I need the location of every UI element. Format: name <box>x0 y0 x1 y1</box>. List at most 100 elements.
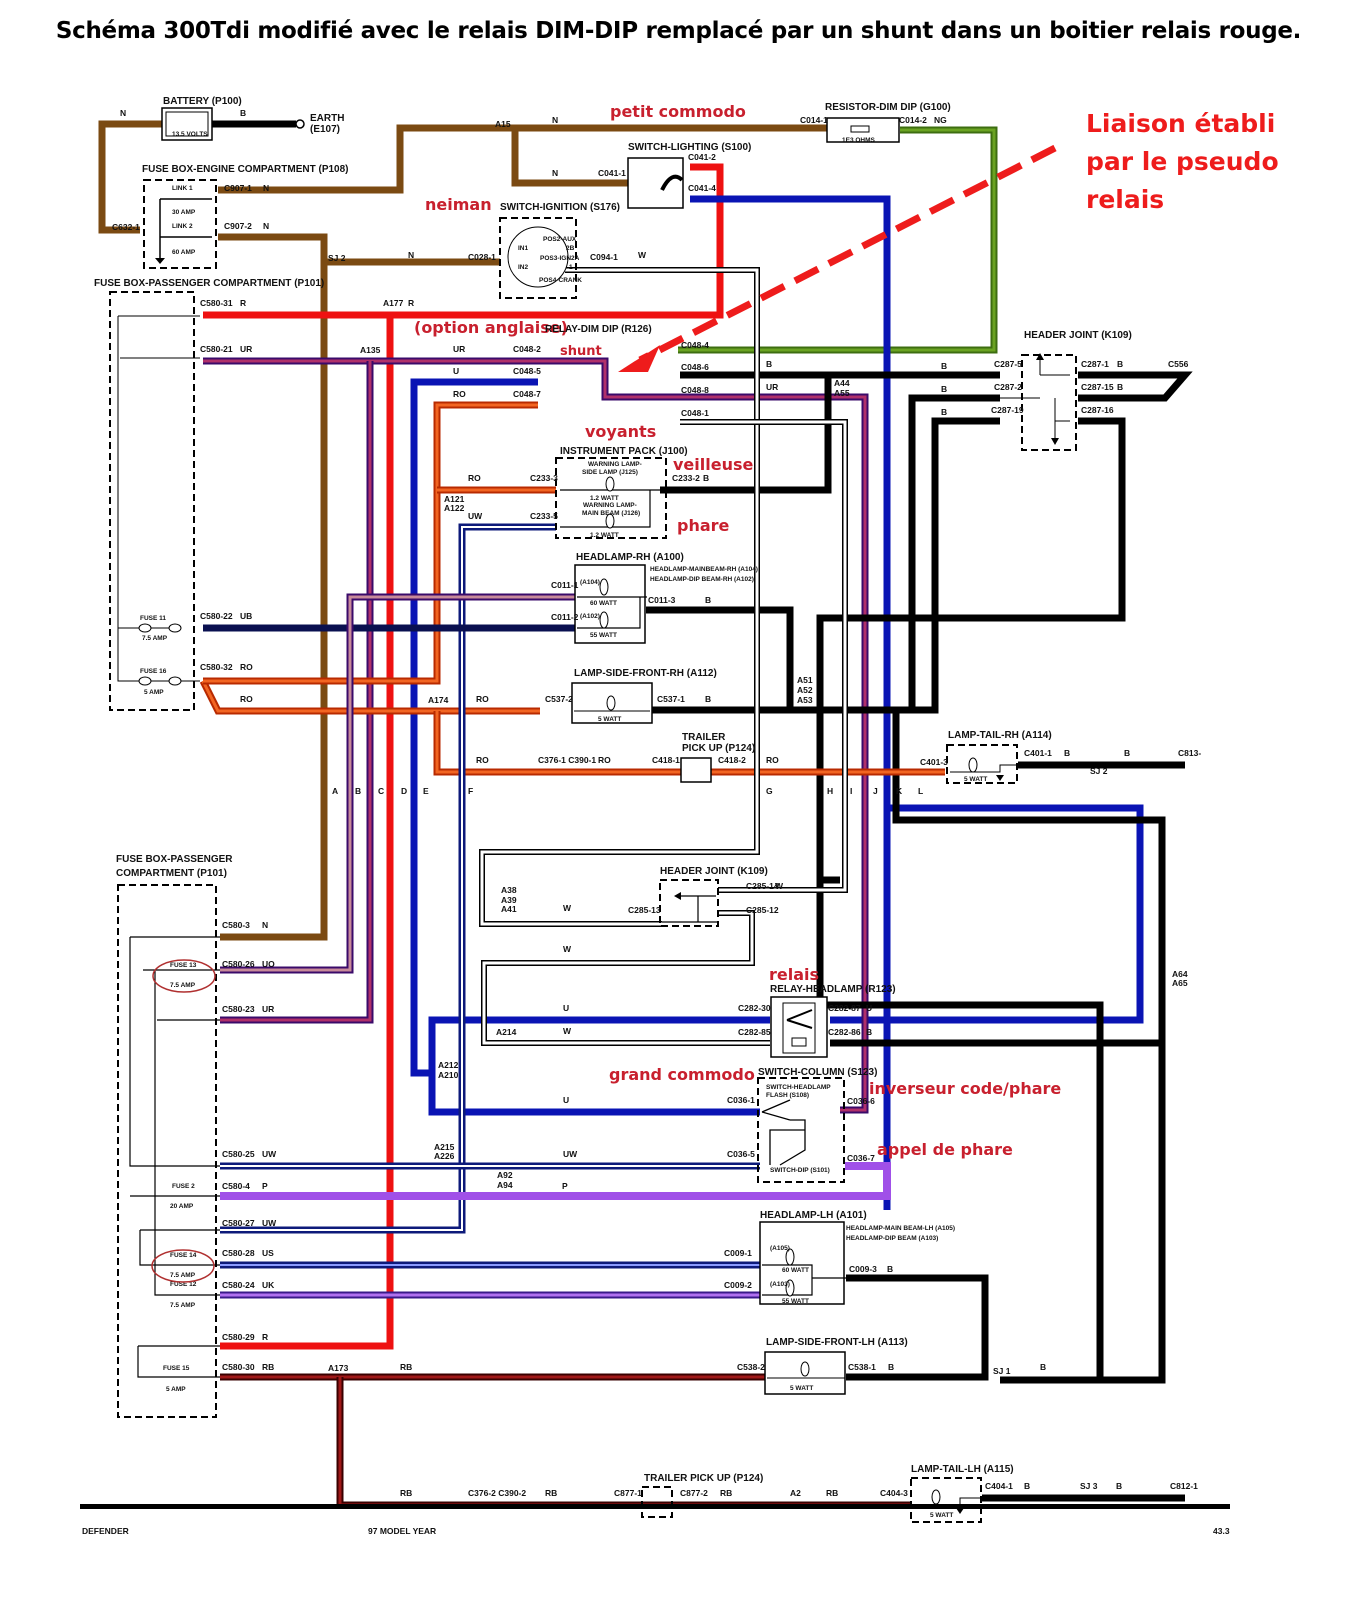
instrument-pack[interactable]: INSTRUMENT PACK (J100) WARNING LAMP- SID… <box>555 446 688 539</box>
switch-column[interactable]: SWITCH-COLUMN (S123) SWITCH-HEADLAMP FLA… <box>757 1067 877 1183</box>
trailer-pickup-top[interactable]: TRAILER PICK UP (P124) <box>680 732 755 783</box>
wire-color-label: C <box>378 786 384 796</box>
warning-lamp-icon <box>605 476 615 492</box>
switch-ignition[interactable]: SWITCH-IGNITION (S176) POS2-AUX IN1 2B P… <box>499 202 620 299</box>
bulb-icon <box>800 1361 810 1377</box>
svg-text:FUSE BOX-ENGINE COMPARTMENT (P: FUSE BOX-ENGINE COMPARTMENT (P108) <box>142 164 349 175</box>
header-joint-mid[interactable]: HEADER JOINT (K109) <box>659 866 768 927</box>
wire-b-h <box>816 880 1104 1377</box>
wire-color-label: W <box>563 1026 572 1036</box>
svg-text:2B: 2B <box>566 245 575 252</box>
wire-color-label: B <box>766 359 772 369</box>
svg-text:(A102): (A102) <box>580 613 600 620</box>
connector-label: C287-1 <box>1081 359 1109 369</box>
wire-color-label: N <box>263 221 269 231</box>
svg-text:RELAY-HEADLAMP (R123): RELAY-HEADLAMP (R123) <box>770 984 896 995</box>
svg-text:5 WATT: 5 WATT <box>930 1512 953 1519</box>
wire-color-label: W <box>563 944 572 954</box>
wire-color-label: R <box>408 298 414 308</box>
wire-color-label: UR <box>766 382 778 392</box>
switch-lighting[interactable]: SWITCH-LIGHTING (S100) <box>627 142 751 209</box>
splice-label: A38 <box>501 885 517 895</box>
svg-text:HEADLAMP-MAIN BEAM-LH (A105): HEADLAMP-MAIN BEAM-LH (A105) <box>846 1225 955 1232</box>
wire-color-label: B <box>705 595 711 605</box>
connector-label: C282-87 <box>828 1003 861 1013</box>
connector-label: C009-3 <box>849 1264 877 1274</box>
svg-text:SWITCH-COLUMN (S123): SWITCH-COLUMN (S123) <box>758 1067 877 1078</box>
fuse-box-passenger-top[interactable]: FUSE BOX-PASSENGER COMPARTMENT (P101) FU… <box>94 278 324 711</box>
fuse-box-engine[interactable]: FUSE BOX-ENGINE COMPARTMENT (P108) LINK … <box>142 164 349 269</box>
svg-text:SWITCH-IGNITION (S176): SWITCH-IGNITION (S176) <box>500 202 620 213</box>
annotation-veilleuse: veilleuse <box>673 455 754 474</box>
splice-label: A215 <box>434 1142 455 1152</box>
wire-color-label: UW <box>262 1218 277 1228</box>
splice-label: A44 <box>834 378 850 388</box>
splice-label: SJ 3 <box>1080 1481 1098 1491</box>
connector-label: C287-5 <box>994 359 1022 369</box>
lamp-side-front-rh[interactable]: LAMP-SIDE-FRONT-RH (A112) 5 WATT <box>571 668 717 724</box>
svg-text:5 WATT: 5 WATT <box>964 776 987 783</box>
highlight-circle <box>152 959 216 993</box>
connector-label: C287-16 <box>1081 405 1114 415</box>
connector-label: C048-4 <box>681 340 709 350</box>
lamp-tail-rh[interactable]: LAMP-TAIL-RH (A114) 5 WATT <box>946 730 1052 784</box>
relay-headlamp[interactable]: RELAY-HEADLAMP (R123) <box>770 984 896 1058</box>
footer: DEFENDER 97 MODEL YEAR 43.3 <box>80 1504 1230 1536</box>
splice-label: A64 <box>1172 969 1188 979</box>
fuse-icon <box>138 676 182 686</box>
annotation-grand-commodo: grand commodo <box>609 1065 755 1084</box>
wire-b-c287-2 <box>908 394 1000 710</box>
ground-icon <box>956 1508 964 1514</box>
wire-b-a44 <box>660 375 832 494</box>
wire-color-label: L <box>918 786 923 796</box>
lamp-side-front-lh[interactable]: LAMP-SIDE-FRONT-LH (A113) 5 WATT <box>764 1337 908 1395</box>
svg-text:FUSE 11: FUSE 11 <box>140 615 166 622</box>
trailer-pickup-bottom[interactable]: TRAILER PICK UP (P124) <box>641 1473 763 1518</box>
wire-u-c282-87 <box>830 804 1144 1024</box>
splice-label: A2 <box>790 1488 801 1498</box>
lamp-tail-lh[interactable]: LAMP-TAIL-LH (A115) 5 WATT <box>910 1464 1014 1523</box>
wire-color-label: B <box>1064 748 1070 758</box>
connector-label: C287-19 <box>991 405 1024 415</box>
svg-text:7.5 AMP: 7.5 AMP <box>170 1272 196 1279</box>
wire-color-label: NG <box>934 115 947 125</box>
header-joint-top[interactable]: HEADER JOINT (K109) <box>1000 330 1132 451</box>
relay-coil-icon <box>791 1037 807 1047</box>
wire-color-label: R <box>240 298 246 308</box>
connector-label: C233-5 <box>530 511 558 521</box>
wire-color-label: B <box>941 384 947 394</box>
wire-color-label: W <box>563 903 572 913</box>
wire-u-c041-4 <box>690 195 891 1210</box>
wire-color-label: R <box>262 1332 268 1342</box>
dashed-arrow <box>638 144 1057 364</box>
wire-b-c011-3 <box>646 606 794 710</box>
wire-color-label: P <box>562 1181 568 1191</box>
connector-label: C285-13 <box>628 905 661 915</box>
battery[interactable]: BATTERY (P100) 13.5 VOLTS <box>161 96 242 141</box>
resistor-dim-dip[interactable]: RESISTOR-DIM DIP (G100) 1E3 OHMS <box>825 102 951 144</box>
warning-lamp-icon <box>605 513 615 529</box>
connector-label: C404-1 <box>985 1481 1013 1491</box>
annotation-phare: phare <box>677 516 730 535</box>
bulb-icon <box>606 695 616 711</box>
fuse-box-passenger-bottom[interactable]: FUSE BOX-PASSENGER COMPARTMENT (P101) FU… <box>116 854 233 1418</box>
svg-text:FUSE BOX-PASSENGER: FUSE BOX-PASSENGER <box>116 854 233 865</box>
wire-color-label: N <box>552 115 558 125</box>
svg-text:COMPARTMENT (P101): COMPARTMENT (P101) <box>116 868 227 879</box>
svg-text:7.5 AMP: 7.5 AMP <box>170 1302 196 1309</box>
annotation-neiman: neiman <box>425 195 492 214</box>
wire-color-label: B <box>1124 748 1130 758</box>
wire-color-label: B <box>887 1264 893 1274</box>
bulb-icon <box>968 757 978 773</box>
switch-icon <box>660 174 684 191</box>
connector-label: C404-3 <box>880 1488 908 1498</box>
svg-text:FLASH (S108): FLASH (S108) <box>766 1092 809 1099</box>
connector-label: C580-32 <box>200 662 233 672</box>
svg-text:IN1: IN1 <box>518 245 529 252</box>
wire-color-label: B <box>703 473 709 483</box>
headlamp-lh[interactable]: HEADLAMP-LH (A101) HEADLAMP-MAIN BEAM-LH… <box>759 1210 955 1305</box>
svg-text:HEADER JOINT (K109): HEADER JOINT (K109) <box>660 866 768 877</box>
svg-text:HEADLAMP-RH (A100): HEADLAMP-RH (A100) <box>576 552 684 563</box>
headlamp-rh[interactable]: HEADLAMP-RH (A100) HEADLAMP-MAINBEAM-RH … <box>574 552 758 644</box>
